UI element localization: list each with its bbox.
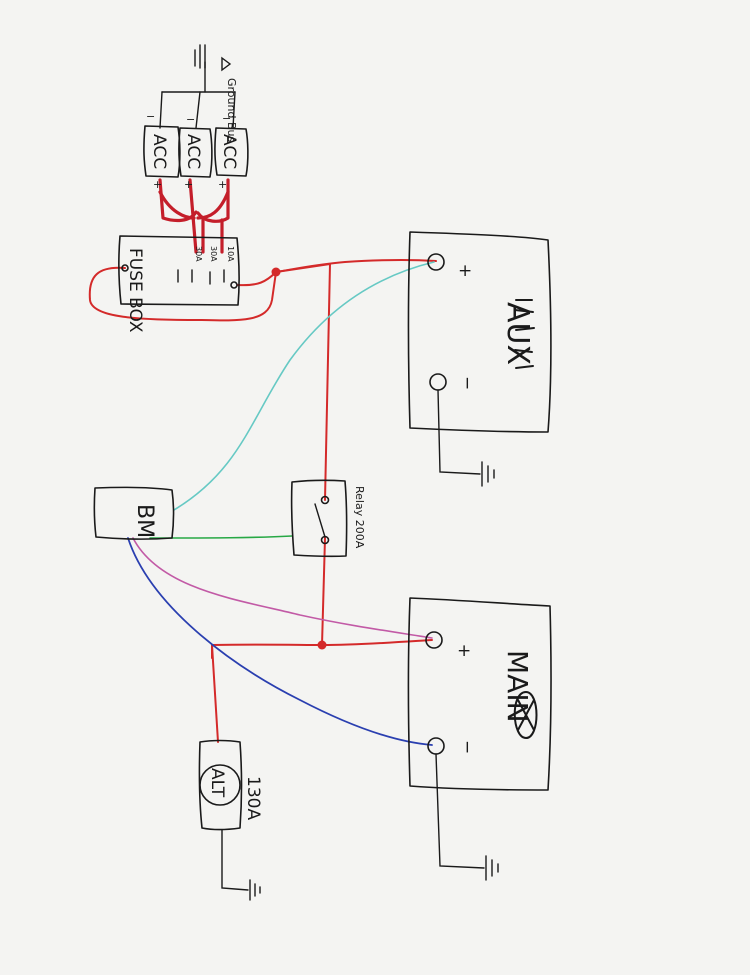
fuse-10a: 10A: [226, 246, 235, 262]
accessory-3: ACC − +: [214, 112, 249, 191]
acc-3-label: ACC: [219, 134, 239, 169]
main-plus: +: [457, 641, 471, 661]
wire-bm-to-main-negative: [127, 537, 433, 746]
junction-dot: [271, 267, 281, 277]
acc-2-plus: +: [184, 178, 193, 191]
aux-positive-terminal-icon: [427, 253, 445, 271]
main-battery: + − MAIN: [407, 597, 552, 881]
wire-bm-to-main-positive: [132, 537, 433, 639]
fuse-30a-1: 30A: [194, 246, 203, 262]
main-positive-terminal-icon: [425, 631, 443, 649]
wire-bm-to-aux: [173, 261, 435, 511]
aux-ground-icon: [481, 461, 495, 487]
aux-plus: +: [458, 261, 472, 281]
wire-relay-top: [275, 263, 331, 501]
alternator-icon: [199, 764, 241, 806]
aux-battery: + − AUX: [407, 231, 552, 487]
main-label: MAIN: [501, 650, 534, 723]
acc-1-minus: −: [146, 110, 155, 123]
wire-fuse-loop: [88, 266, 277, 322]
fuse-box: FUSE BOX 30A 30A 10A: [118, 235, 240, 333]
fuse-box-label: FUSE BOX: [125, 248, 145, 333]
acc-1-plus: +: [153, 178, 162, 191]
alternator: ALT 130A: [198, 739, 263, 901]
wire-fuse-to-aux-positive: [237, 258, 437, 287]
alt-ground-wire: [221, 829, 249, 891]
alt-ground-icon: [249, 879, 261, 901]
main-ground-wire: [435, 753, 485, 869]
aux-negative-terminal-icon: [429, 373, 447, 391]
ground-bus: Ground Bus: [159, 44, 238, 142]
accessory-feed-wires: [158, 178, 230, 254]
alt-label: ALT: [207, 768, 227, 798]
fuse-30a-2: 30A: [209, 246, 218, 262]
battery-monitor: BM: [93, 486, 175, 540]
accessory-1: ACC − +: [143, 110, 181, 191]
relay-switch-icon: [314, 503, 326, 538]
wire-relay-bottom: [321, 537, 326, 646]
alt-rating: 130A: [243, 776, 263, 820]
junction-dot: [317, 640, 327, 650]
main-minus: −: [457, 740, 477, 754]
acc-2-label: ACC: [183, 134, 203, 169]
bm-label: BM: [132, 504, 157, 538]
main-negative-terminal-icon: [427, 737, 445, 755]
acc-3-plus: +: [218, 178, 227, 191]
relay-label: Relay 200A: [353, 486, 366, 549]
ground-bus-arrow-icon: [221, 56, 232, 72]
wire-alternator-feed: [211, 644, 219, 743]
main-ground-icon: [485, 855, 499, 881]
acc-2-minus: −: [186, 113, 195, 126]
aux-ground-wire: [437, 389, 481, 475]
acc-1-label: ACC: [149, 134, 169, 169]
accessory-2: ACC − +: [178, 113, 213, 191]
acc-3-minus: −: [222, 112, 231, 125]
ground-bus-label: Ground Bus: [225, 78, 238, 142]
aux-minus: −: [457, 376, 477, 390]
relay: Relay 200A: [290, 479, 366, 558]
